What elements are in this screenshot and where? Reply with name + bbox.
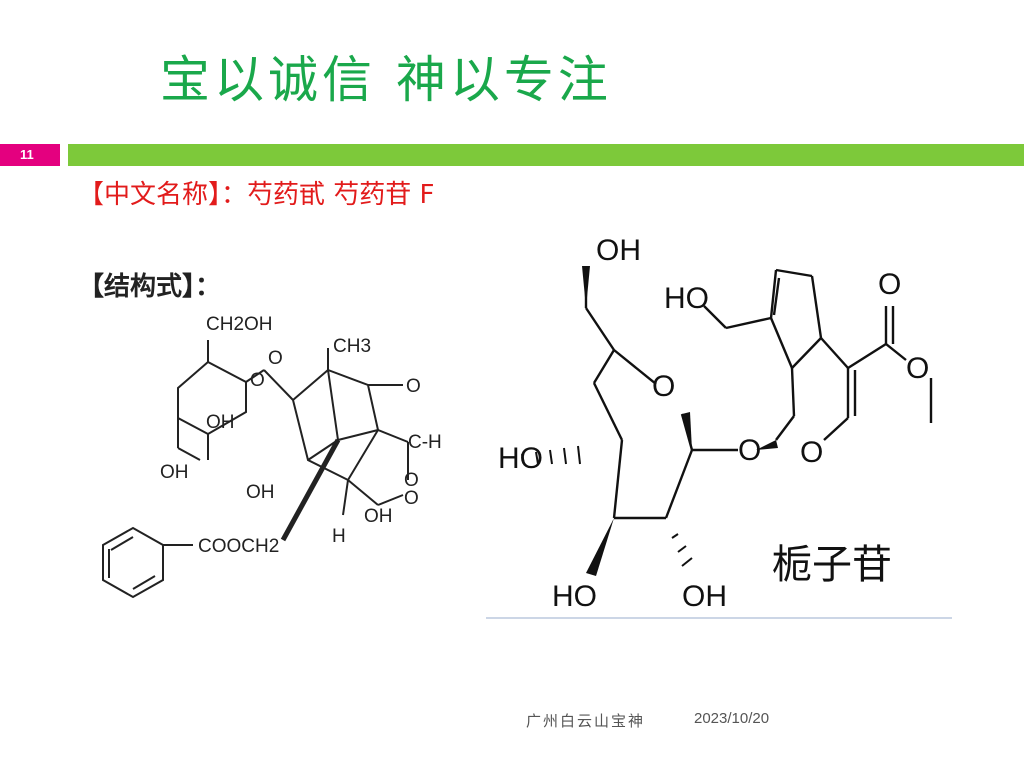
atom-ho-bottom: HO: [552, 580, 597, 613]
atom-o-link: O: [738, 434, 761, 467]
atom-ch2oh: CH2OH: [206, 314, 273, 335]
atom-ch3: CH3: [333, 336, 371, 357]
atom-o-cage-low: O: [404, 488, 419, 509]
atom-o-ester: O: [906, 352, 929, 385]
atom-o-cage-mid: O: [404, 470, 419, 491]
atom-h: H: [332, 526, 346, 547]
header-divider-bar: [68, 144, 1024, 166]
footer-organization: 广州白云山宝神: [526, 712, 646, 730]
atom-oh-top: OH: [596, 234, 641, 267]
footer-date: 2023/10/20: [694, 710, 770, 727]
structure-label: 【结构式】：: [78, 272, 222, 302]
slide-number: 11: [0, 144, 60, 166]
paeoniflorin-structure: CH2OH O O OH OH OH CH3 O C-H O O H OH CO…: [102, 314, 442, 599]
atom-o-glycosidic: O: [268, 348, 283, 369]
atom-o-ring: O: [250, 370, 265, 391]
atom-oh-4: OH: [364, 506, 393, 527]
atom-o-cage-top: O: [406, 376, 421, 397]
atom-oh-1: OH: [206, 412, 235, 433]
atom-oh-3: OH: [246, 482, 275, 503]
atom-oh-bottom: OH: [682, 580, 727, 613]
atom-oh-2: OH: [160, 462, 189, 483]
atom-ho-left: HO: [498, 442, 543, 475]
geniposide-structure: OH HO O O O O O HO HO OH 栀子苷: [486, 218, 956, 623]
atom-o-pyran: O: [800, 436, 823, 469]
slide-title: 宝以诚信 神以专注: [160, 51, 612, 109]
atom-o-carbonyl: O: [878, 268, 901, 301]
atom-ho-top: HO: [664, 282, 709, 315]
atom-o-ring: O: [652, 370, 675, 403]
atom-cooch2: COOCH2: [198, 536, 279, 557]
chinese-name-line: 【中文名称】：芍药甙 芍药苷 F: [78, 180, 435, 210]
compound-name-geniposide: 栀子苷: [772, 542, 892, 588]
atom-c-h: C-H: [408, 432, 442, 453]
